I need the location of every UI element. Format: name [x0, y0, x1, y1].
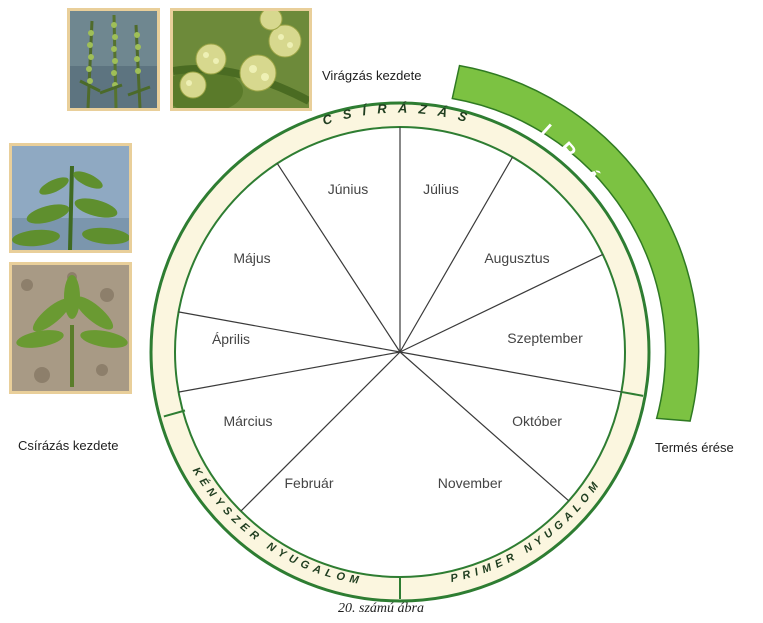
month-label-majus: Május: [233, 250, 270, 266]
month-label-oktober: Október: [512, 413, 562, 429]
figure-caption: 20. számú ábra: [338, 601, 424, 617]
month-label-februar: Február: [284, 475, 333, 491]
month-label-julius: Július: [423, 181, 459, 197]
month-label-november: November: [438, 475, 503, 491]
month-label-marcius: Március: [223, 413, 272, 429]
month-label-junius: Június: [328, 181, 368, 197]
month-label-szeptember: Szeptember: [507, 330, 583, 346]
month-label-augusztus: Augusztus: [484, 250, 549, 266]
month-label-aprilis: Április: [212, 331, 250, 347]
